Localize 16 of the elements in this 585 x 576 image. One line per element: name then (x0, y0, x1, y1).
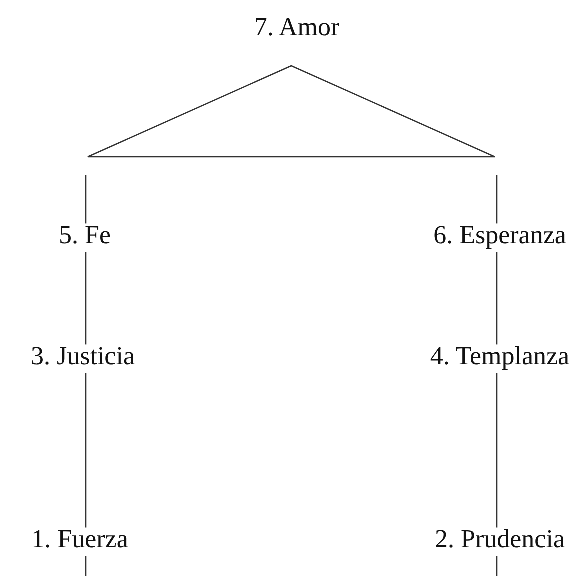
connector-line (85, 556, 87, 576)
virtue-label: 4. Templanza (430, 342, 570, 372)
virtue-label: 1. Fuerza (32, 526, 128, 554)
connector-line (85, 252, 87, 345)
connector-line (85, 175, 87, 224)
triangle-shape (88, 66, 495, 157)
virtue-label: 3. Justicia (31, 342, 135, 372)
connector-line (496, 556, 498, 576)
virtue-label: 6. Esperanza (434, 222, 566, 250)
virtue-label: 2. Prudencia (435, 526, 565, 554)
connector-line (85, 373, 87, 528)
connector-line (496, 252, 498, 345)
connector-line (496, 373, 498, 528)
virtue-label: 5. Fe (59, 222, 111, 250)
virtue-label: 7. Amor (254, 14, 340, 42)
connector-line (496, 175, 498, 224)
